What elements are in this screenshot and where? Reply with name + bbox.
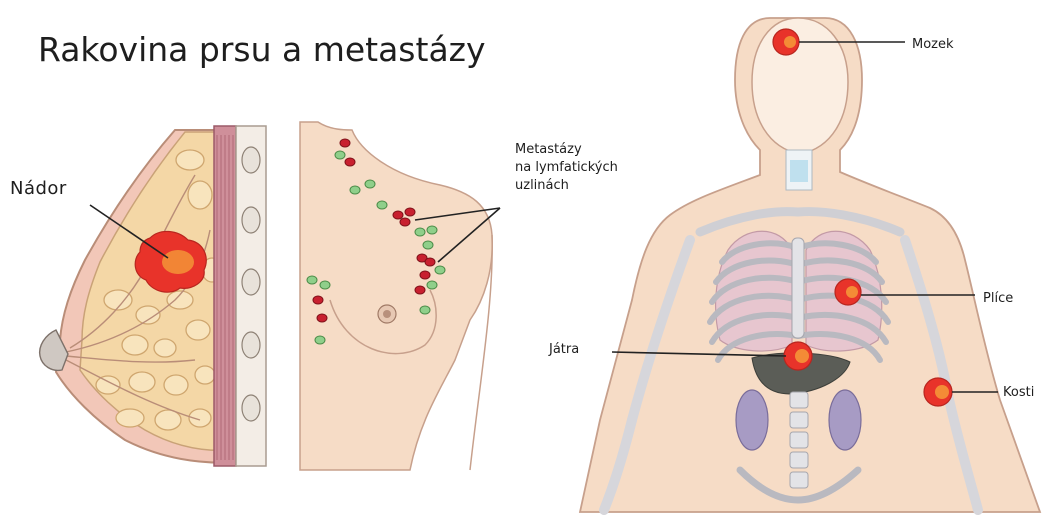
body-skeleton [580,18,1040,512]
label-lymph-metastases: Metastázy na lymfatických uzlinách [515,141,618,195]
breast-cross-section [40,126,266,466]
diagram-title: Rakovina prsu a metastázy [38,30,486,69]
sternum [792,238,804,338]
metastasis-lung [835,279,861,305]
label-tumor: Nádor [10,178,67,199]
spine [790,392,808,488]
label-lungs: Plíce [983,291,1013,306]
kidney-right [829,390,861,450]
torso-front-view [300,122,492,470]
label-bones: Kosti [1003,385,1034,400]
metastasis-brain [773,29,799,55]
metastasis-bone [924,378,952,406]
trachea [790,160,808,182]
kidney-left [736,390,768,450]
skull [752,18,848,154]
label-lymph-line-1: Metastázy [515,141,618,159]
label-liver: Játra [549,342,579,357]
label-lymph-line-2: na lymfatických [515,159,618,177]
label-lymph-line-3: uzlinách [515,177,618,195]
label-brain: Mozek [912,37,954,52]
metastasis-liver [784,342,812,370]
